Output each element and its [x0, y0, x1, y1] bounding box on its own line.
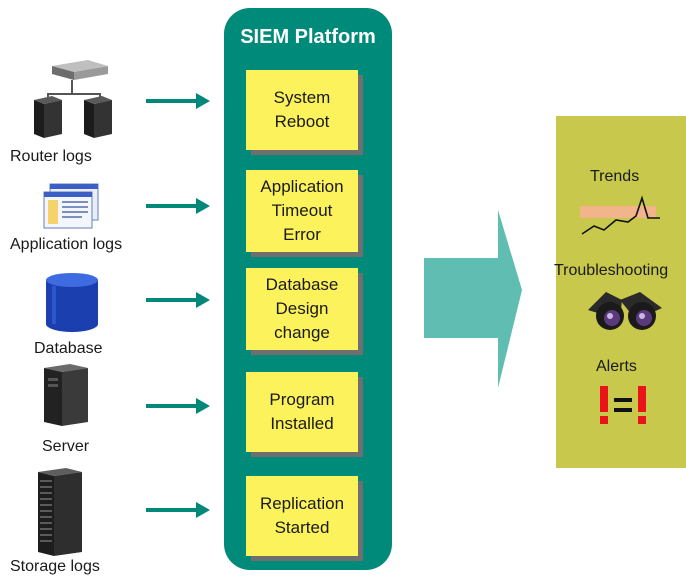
platform-title: SIEM Platform: [240, 26, 376, 48]
event-note-replication-started: Replication Started: [246, 476, 358, 556]
trends-label: Trends: [590, 168, 640, 185]
event-note-application-timeout: Application Timeout Error: [246, 170, 358, 252]
event-line: Program: [269, 390, 335, 409]
event-line: Started: [274, 518, 330, 537]
arrow-application: [146, 198, 210, 214]
database-cylinder-icon: [46, 273, 98, 332]
arrow-database: [146, 292, 210, 308]
troubleshooting-label: Troubleshooting: [554, 262, 669, 279]
event-line: Error: [283, 225, 321, 244]
alert-icon: [600, 386, 646, 424]
event-line: Database: [265, 275, 339, 294]
event-line: Replication: [259, 494, 345, 513]
source-label-database: Database: [34, 340, 103, 357]
event-line: Timeout: [271, 201, 333, 220]
router-network-icon: [34, 60, 112, 138]
event-note-system-reboot: System Reboot: [246, 70, 358, 150]
storage-rack-icon: [38, 468, 82, 556]
source-label-server: Server: [42, 438, 90, 455]
event-line: Application: [260, 177, 344, 196]
application-window-icon: [43, 183, 99, 229]
source-label-storage: Storage logs: [10, 558, 100, 575]
event-line: Installed: [270, 414, 334, 433]
flow-arrows: [146, 93, 210, 518]
event-line: Design: [275, 299, 329, 318]
event-line: Reboot: [274, 112, 330, 131]
alerts-label: Alerts: [596, 358, 637, 375]
event-line: System: [273, 88, 331, 107]
big-output-arrow: [424, 210, 522, 388]
arrow-router: [146, 93, 210, 109]
source-label-application: Application logs: [10, 236, 123, 253]
server-tower-icon: [44, 364, 88, 426]
source-label-router: Router logs: [10, 148, 92, 165]
trend-chart-icon: [580, 195, 660, 235]
arrow-storage: [146, 502, 210, 518]
arrow-server: [146, 398, 210, 414]
event-line: change: [274, 323, 330, 342]
binoculars-icon: [588, 292, 662, 330]
event-note-program-installed: Program Installed: [246, 372, 358, 452]
event-note-database-change: Database Design change: [246, 268, 358, 350]
